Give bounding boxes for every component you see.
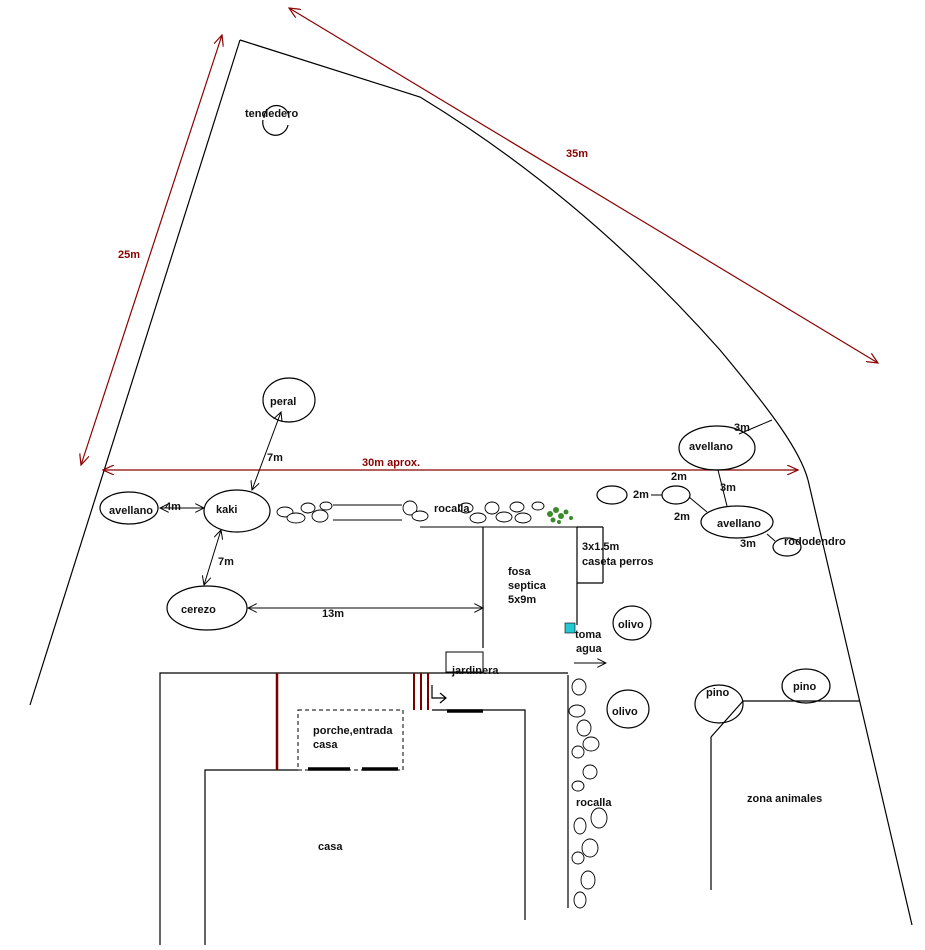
pino-right-label: pino (793, 681, 816, 693)
peral-circle (262, 377, 316, 423)
small-link-label: 2m (671, 471, 687, 483)
rocalla-side: rocalla (567, 675, 612, 909)
kaki-cerezo-label: 7m (218, 556, 234, 568)
avellano-curve-label: 3m (734, 422, 750, 434)
olivo-top-label: olivo (618, 619, 644, 631)
house: jardinera porche,entrada casa casa (159, 651, 568, 945)
rocalla-side-label: rocalla (576, 797, 612, 809)
toma-label-2: agua (576, 643, 603, 655)
porche-label-1: porche,entrada (313, 725, 393, 737)
dimension-30m-label: 30m aprox. (362, 457, 420, 469)
cerezo-label: cerezo (181, 604, 216, 616)
dimension-25m-label: 25m (118, 249, 140, 261)
small-circle-left (596, 485, 628, 505)
avellano-kaki-label: 4m (165, 501, 181, 513)
avellano-rododendro-label: 3m (740, 538, 756, 550)
jardinera-box (445, 651, 484, 673)
zona-animales-label: zona animales (747, 793, 822, 805)
rocalla-top-label: rocalla (434, 503, 470, 515)
avellano-top-right-circle (678, 425, 756, 471)
right-trees: avellano 3m 2m 2m 2m avellano 3m rododen… (596, 419, 846, 729)
pino-left-label: pino (706, 687, 729, 699)
tendedero-label: tendedero (245, 108, 298, 120)
fosa-label-3: 5x9m (508, 594, 536, 606)
porch-area (297, 709, 404, 771)
avellano-left-circle (99, 491, 159, 525)
left-trees: peral kaki avellano cerezo 7m 4m 7m 13m (99, 377, 483, 631)
olivo-bottom-circle (606, 689, 650, 729)
shrub-cluster (547, 507, 573, 524)
jardinera-label: jardinera (451, 665, 499, 677)
boundary-right (807, 479, 913, 926)
small-circle-right (661, 485, 691, 505)
olivo-bottom-label: olivo (612, 706, 638, 718)
cerezo-fosa-label: 13m (322, 608, 344, 620)
pino-right-circle (781, 668, 831, 704)
rocalla-top: rocalla (276, 500, 577, 528)
dimension-35m-line (289, 8, 878, 363)
peral-label: peral (270, 396, 296, 408)
toma-agua: toma agua (564, 622, 606, 663)
entry-arrow-icon (431, 685, 446, 699)
porche-label-2: casa (313, 739, 338, 751)
dimension-lines: 25m 35m 30m aprox. (81, 8, 878, 470)
house-outer-wall (159, 672, 568, 945)
water-tap-icon (564, 622, 576, 634)
peral-kaki-arrow (252, 412, 281, 490)
toma-label-1: toma (575, 629, 602, 641)
peral-kaki-label: 7m (267, 452, 283, 464)
house-inner-wall (204, 769, 277, 945)
casa-label: casa (318, 841, 343, 853)
caseta-label-2: caseta perros (582, 556, 654, 568)
avellano-left-label: avellano (109, 505, 153, 517)
avellano-avellano-label: 3m (720, 482, 736, 494)
fosa-label-1: fosa (508, 566, 532, 578)
circle-pair-label: 2m (633, 489, 649, 501)
zona-animales: zona animales (710, 700, 860, 890)
lower-link-label: 2m (674, 511, 690, 523)
dimension-25m-line (81, 35, 222, 465)
avellano-bottom-right-circle (700, 505, 774, 539)
avellano-bottom-right-label: avellano (717, 518, 761, 530)
kaki-cerezo-arrow (204, 530, 221, 585)
tendedero-symbol (263, 104, 290, 119)
olivo-top-circle (612, 605, 652, 641)
boundary-top (239, 39, 809, 481)
caseta-label-1: 3x1.5m (582, 541, 620, 553)
fosa-septica: fosa septica 5x9m 3x1.5m caseta perros (482, 526, 654, 648)
rododendro-circle (772, 537, 802, 557)
rocalla-top-stones (276, 500, 545, 524)
tendedero: tendedero (245, 104, 298, 136)
kaki-label: kaki (216, 504, 237, 516)
fosa-label-2: septica (508, 580, 547, 592)
rocalla-side-stones (568, 678, 608, 909)
rododendro-label: rododendro (784, 536, 846, 548)
avellano-top-right-label: avellano (689, 441, 733, 453)
dimension-35m-label: 35m (566, 148, 588, 160)
pino-left-circle (694, 684, 744, 724)
